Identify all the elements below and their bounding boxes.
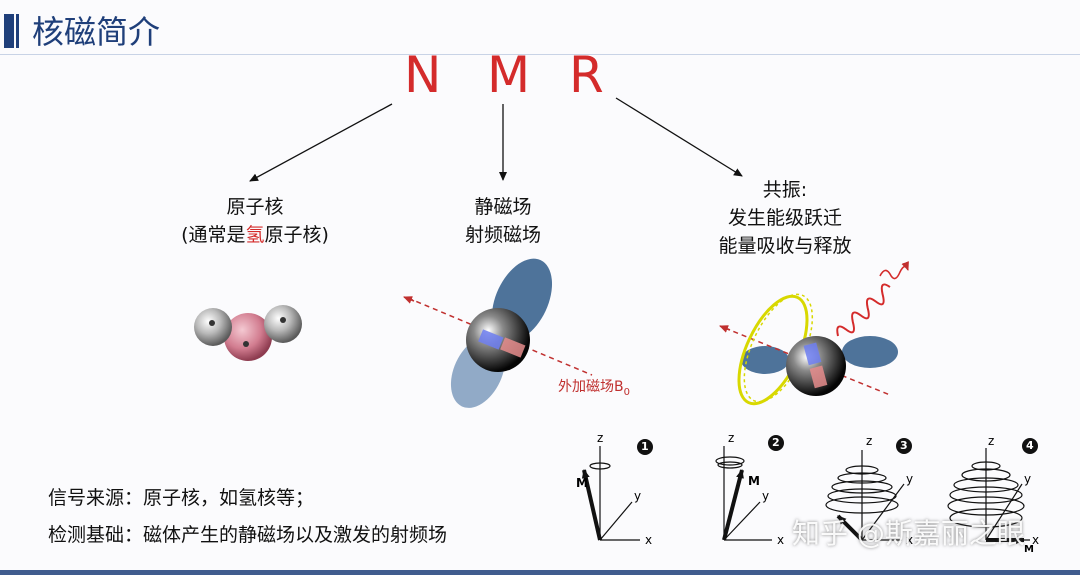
signal-source-text: 信号来源：原子核，如氢核等；	[48, 487, 315, 509]
spin-static-field-image	[403, 258, 593, 408]
resonance-label-line1: 共振:	[762, 179, 808, 201]
axis-y-label-2: y	[762, 489, 770, 503]
step-1-number: 1	[641, 440, 649, 453]
nmr-letter-n: N	[404, 46, 442, 104]
field-label-line2: 射频磁场	[464, 224, 541, 246]
nucleus-note-pre: (通常是	[181, 224, 246, 246]
precession-panel-2	[715, 446, 772, 541]
axis-x-label-1: x	[645, 533, 653, 547]
nmr-letter-r: R	[569, 46, 604, 104]
step-2-number: 2	[772, 436, 780, 449]
resonance-label: 共振: 发生能级跃迁 能量吸收与释放	[700, 176, 870, 260]
bottom-divider	[0, 570, 1080, 575]
axis-m-label-4: M	[1024, 544, 1034, 555]
nucleus-note-post: 原子核)	[264, 224, 329, 246]
precession-panel-4	[947, 448, 1030, 544]
step-3-number: 3	[900, 439, 908, 452]
slide-title: 核磁简介	[32, 13, 161, 51]
axis-z-label-1: z	[597, 431, 604, 445]
spin-resonance-image	[719, 261, 909, 406]
external-field-text: 外加磁场B	[558, 379, 624, 395]
title-accent-bar-thin	[16, 14, 19, 48]
axis-x-label-3: x	[906, 533, 914, 547]
axis-x-label-2: x	[777, 533, 785, 547]
arrow-to-resonance	[615, 97, 743, 177]
title-divider	[0, 54, 1080, 55]
nmr-letter-m: M	[487, 46, 531, 104]
step-badges	[637, 435, 1038, 455]
resonance-label-line2: 发生能级跃迁	[727, 207, 842, 229]
axis-y-label-3: y	[906, 472, 914, 486]
precession-panel-1	[581, 446, 640, 541]
axis-x-label-4: x	[1032, 533, 1040, 547]
axis-m-label-1: M	[576, 476, 588, 490]
detection-basis-text: 检测基础：磁体产生的静磁场以及激发的射频场	[48, 524, 448, 546]
axis-z-label-2: z	[728, 431, 735, 445]
axis-z-label-3: z	[866, 434, 873, 448]
resonance-label-line3: 能量吸收与释放	[718, 235, 852, 257]
precession-diagrams	[581, 446, 1030, 544]
external-field-label: 外加磁场B0	[558, 376, 630, 398]
field-label: 静磁场 射频磁场	[438, 193, 568, 249]
nucleus-label-line2: (通常是氢原子核)	[170, 221, 340, 249]
external-field-subscript: 0	[623, 386, 630, 398]
axis-m-label-2: M	[748, 474, 760, 488]
water-molecule-image	[194, 305, 302, 361]
watermark: 知乎 @斯嘉丽之眼	[792, 517, 1025, 550]
step-4-number: 4	[1026, 439, 1034, 452]
axis-z-label-4: z	[988, 434, 995, 448]
axis-y-label-4: y	[1024, 472, 1032, 486]
arrow-to-nucleus	[249, 103, 393, 182]
field-label-line1: 静磁场	[474, 196, 532, 218]
axis-y-label-1: y	[634, 489, 642, 503]
title-accent-bar	[4, 14, 14, 48]
hydrogen-highlight: 氢	[245, 224, 265, 246]
precession-panel-3	[825, 450, 905, 542]
nucleus-label: 原子核 (通常是氢原子核)	[170, 193, 340, 249]
nucleus-label-line1: 原子核	[226, 196, 284, 218]
